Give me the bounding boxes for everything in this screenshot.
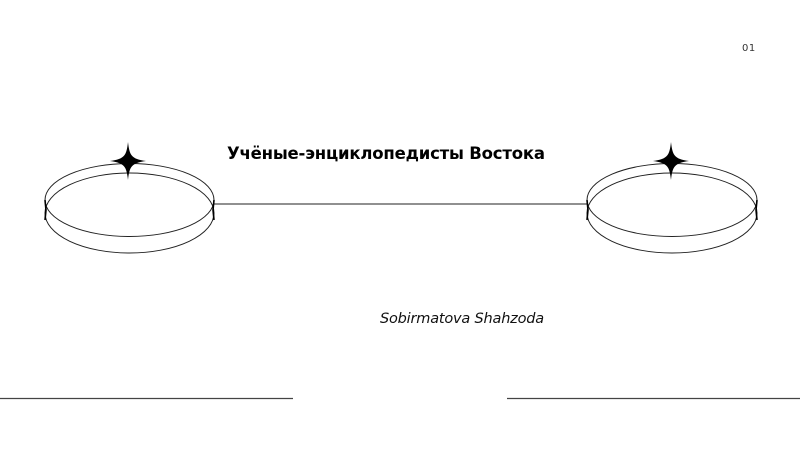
right-ellipse-ring-icon xyxy=(586,163,758,254)
right-star-icon xyxy=(653,142,689,180)
left-star-icon xyxy=(110,142,146,180)
author-name: Sobirmatova Shahzoda xyxy=(380,311,544,327)
slide-title: Учёные-энциклопедисты Востока xyxy=(227,144,545,163)
left-ellipse-ring-icon xyxy=(44,163,215,254)
page-number: 01 xyxy=(742,43,756,54)
